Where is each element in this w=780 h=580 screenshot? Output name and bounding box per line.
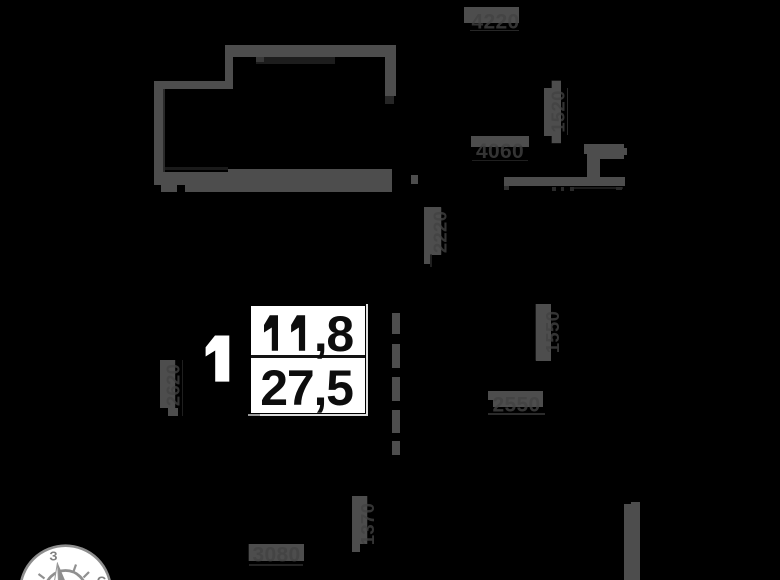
svg-text:З: З — [49, 549, 57, 564]
svg-text:,8: ,8 — [314, 306, 354, 362]
svg-text:27,5: 27,5 — [260, 360, 353, 416]
svg-text:С: С — [97, 574, 107, 580]
